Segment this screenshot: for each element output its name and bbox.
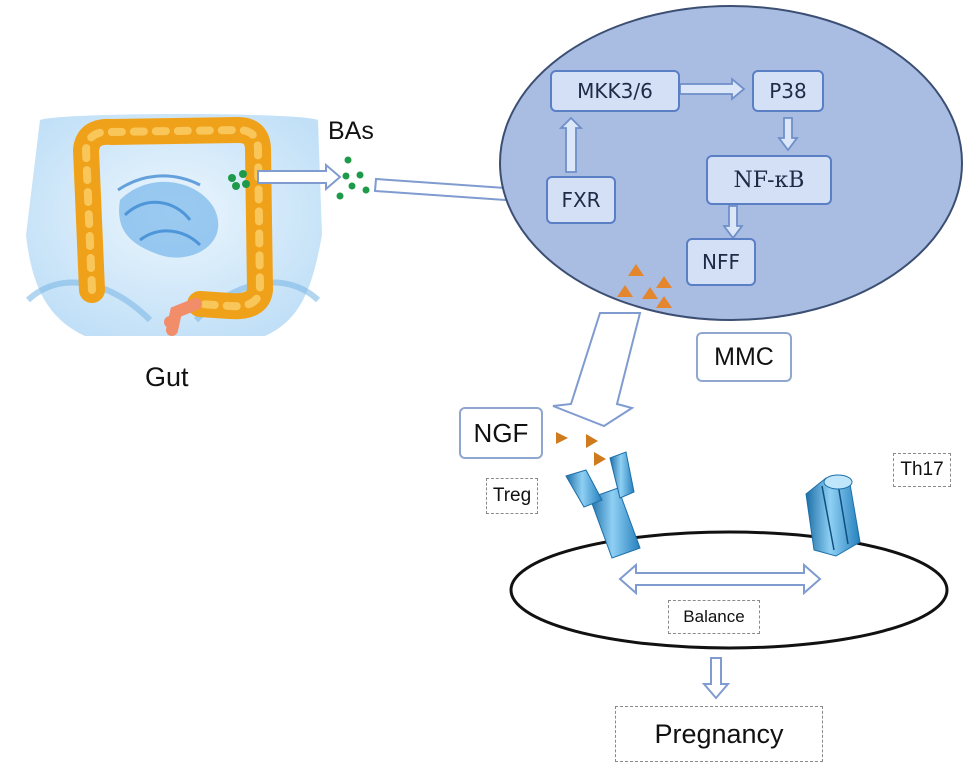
- arrow-fxr-to-mkk: [558, 116, 584, 173]
- arrow-nfkb-to-nff: [722, 205, 744, 240]
- th17-receptor: [805, 474, 861, 557]
- arrow-p38-to-nfkb: [777, 117, 799, 152]
- treg-receptor: [565, 451, 641, 559]
- bas-label: BAs: [328, 117, 374, 145]
- node-p38: P38: [752, 70, 824, 112]
- ngf-triangles-cell: [617, 264, 672, 308]
- node-nff: NFF: [686, 238, 756, 286]
- balance-arrow: [618, 562, 822, 596]
- ngf-label-box: NGF: [459, 407, 543, 459]
- node-fxr: FXR: [546, 176, 616, 224]
- th17-label-box: Th17: [893, 453, 951, 487]
- bile-acid-dots: [336, 156, 370, 200]
- pathway-arrows: [558, 77, 799, 240]
- arrow-gut-to-bas: [257, 162, 342, 192]
- gut-label: Gut: [145, 362, 189, 392]
- arrow-mkk-to-p38: [679, 77, 746, 101]
- balance-label-box: Balance: [668, 600, 760, 634]
- arrow-mmc-to-ngf: [552, 312, 642, 428]
- pregnancy-label-box: Pregnancy: [615, 706, 823, 762]
- node-mkk: MKK3/6: [550, 70, 680, 112]
- node-nfkb: NF-κB: [706, 155, 832, 205]
- arrow-to-pregnancy: [701, 657, 731, 700]
- gut-illustration: [18, 108, 328, 340]
- membrane: [509, 530, 949, 650]
- ngf-triangles-outside: [556, 432, 606, 466]
- mmc-label-box: MMC: [696, 332, 792, 382]
- treg-label-box: Treg: [486, 478, 538, 514]
